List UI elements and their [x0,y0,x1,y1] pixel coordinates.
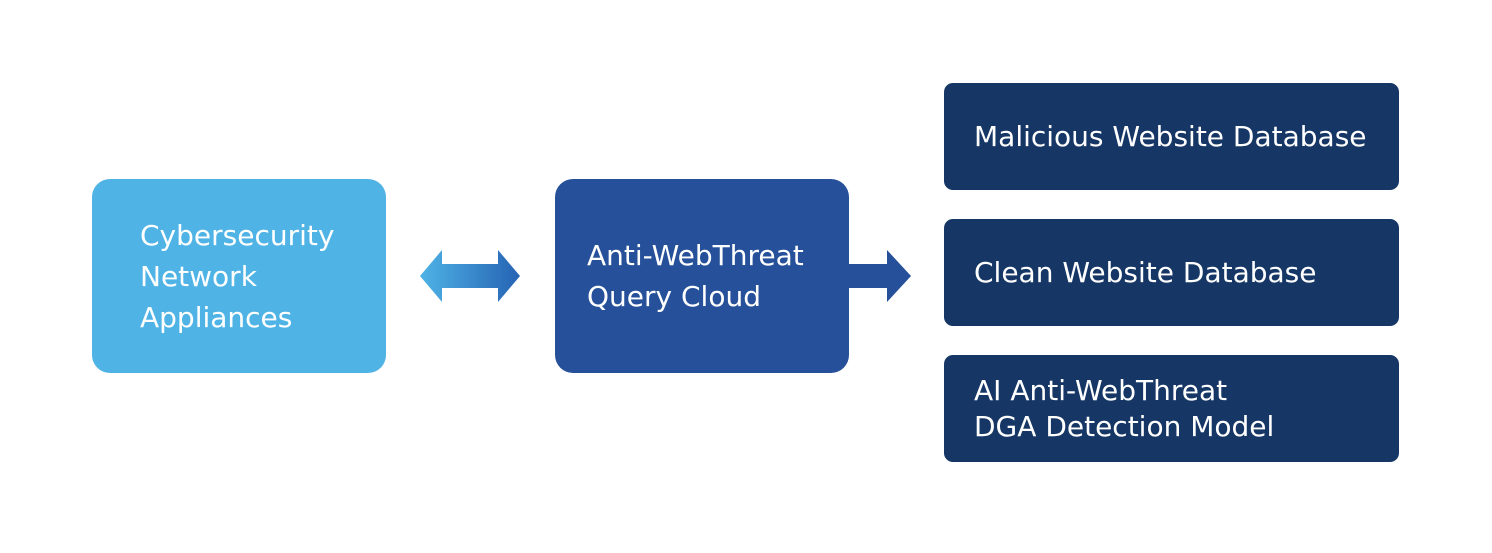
node-label-line: Cybersecurity [140,218,335,252]
ai-dga-detection-model-node: AI Anti-WebThreat DGA Detection Model [944,355,1399,462]
node-label-line: AI Anti-WebThreat [974,373,1228,407]
node-label-line: Clean Website Database [974,255,1317,289]
cybersecurity-network-appliances-node: Cybersecurity Network Appliances [92,179,386,373]
node-label-line: Query Cloud [587,280,761,313]
anti-webthreat-query-cloud-node: Anti-WebThreat Query Cloud [555,179,849,373]
node-label-line: DGA Detection Model [974,409,1275,443]
node-label-line: Appliances [140,300,293,334]
clean-website-database-node: Clean Website Database [944,219,1399,326]
forward-arrow-icon [849,250,911,302]
node-label-line: Malicious Website Database [974,119,1367,153]
node-label-line: Anti-WebThreat [587,239,804,272]
node-label-line: Network [140,259,257,293]
bidirectional-arrow-icon [420,250,520,302]
malicious-website-database-node: Malicious Website Database [944,83,1399,190]
